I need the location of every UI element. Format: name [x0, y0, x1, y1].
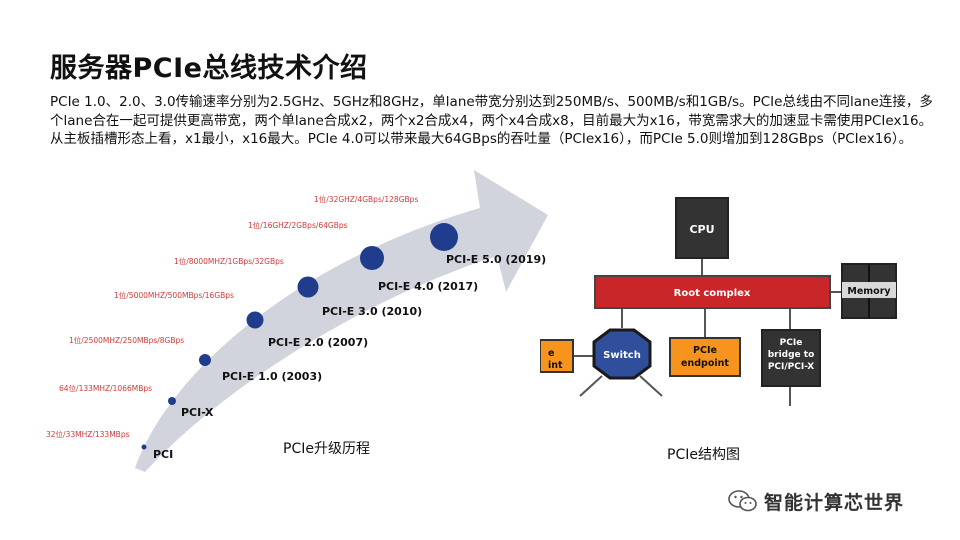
- generation-spec: 1位/16GHZ/2GBps/64GBps: [248, 220, 348, 230]
- endpoint-label: PCIe endpoint: [681, 345, 729, 369]
- memory-label: Memory: [847, 286, 891, 297]
- generation-dot: [141, 444, 147, 450]
- generation-label: PCI-E 1.0 (2003): [222, 370, 322, 383]
- brand-name: 智能计算芯世界: [764, 491, 905, 514]
- generation-label: PCI-E 4.0 (2017): [378, 280, 478, 293]
- architecture-caption: PCIe结构图: [667, 447, 740, 463]
- block-label-line: int: [548, 360, 563, 371]
- block-label-line: e: [548, 348, 554, 359]
- generation-dot: [246, 311, 264, 329]
- evolution-arrow: [135, 170, 548, 472]
- endpoint-left-block: [540, 339, 574, 373]
- generation-label: PCI-E 3.0 (2010): [322, 305, 422, 318]
- switch-down-right-link: [639, 375, 663, 397]
- root-complex-block: [594, 275, 831, 309]
- generation-dot: [199, 354, 211, 366]
- intro-paragraph: PCIe 1.0、2.0、3.0传输速率分别为2.5GHz、5GHz和8GHz，…: [50, 94, 933, 147]
- brand-watermark: 智能计算芯世界: [728, 488, 904, 514]
- block-label-line: PCIe: [780, 338, 803, 348]
- pcie-evolution-diagram: PCI 32位/33MHZ/133MBps PCI-X 64位/133MHZ/1066…: [46, 170, 548, 472]
- generation-spec: 64位/133MHZ/1066MBps: [59, 383, 152, 393]
- generation-label: PCI: [153, 448, 173, 461]
- block-label-line: PCI/PCI-X: [768, 362, 814, 372]
- block-label-line: bridge to: [768, 350, 815, 360]
- switch-label: Switch: [603, 350, 641, 361]
- generation-spec: 1位/5000MHZ/500MBps/16GBps: [114, 290, 234, 300]
- switch-block: [592, 328, 652, 380]
- generation-spec: 32位/33MHZ/133MBps: [46, 429, 130, 439]
- root-complex-label: Root complex: [674, 288, 751, 299]
- cpu-label: CPU: [689, 223, 714, 236]
- generation-label: PCI-X: [181, 406, 214, 419]
- generation-dot: [168, 397, 176, 405]
- cpu-block: [675, 197, 729, 259]
- endpoint-block: [669, 337, 741, 377]
- block-label-line: endpoint: [681, 358, 729, 369]
- bridge-label: PCIe bridge to PCI/PCI-X: [768, 338, 815, 372]
- bridge-block: [761, 329, 821, 387]
- generation-label: PCI-E 5.0 (2019): [446, 253, 546, 266]
- generation-dot: [297, 276, 319, 298]
- generation-spec: 1位/8000MHZ/1GBps/32GBps: [174, 256, 284, 266]
- evolution-caption: PCIe升级历程: [283, 441, 370, 457]
- block-label-line: PCIe: [693, 345, 717, 356]
- page-title: 服务器PCIe总线技术介绍: [50, 53, 368, 84]
- generation-dot: [360, 246, 384, 270]
- generation-dot: [430, 223, 458, 251]
- wechat-icon: [728, 490, 757, 512]
- switch-down-left-link: [579, 375, 603, 397]
- generation-spec: 1位/32GHZ/4GBps/128GBps: [314, 194, 418, 204]
- memory-label-band: [842, 282, 896, 298]
- generation-label: PCI-E 2.0 (2007): [268, 336, 368, 349]
- generation-spec: 1位/2500MHZ/250MBps/8GBps: [69, 335, 184, 345]
